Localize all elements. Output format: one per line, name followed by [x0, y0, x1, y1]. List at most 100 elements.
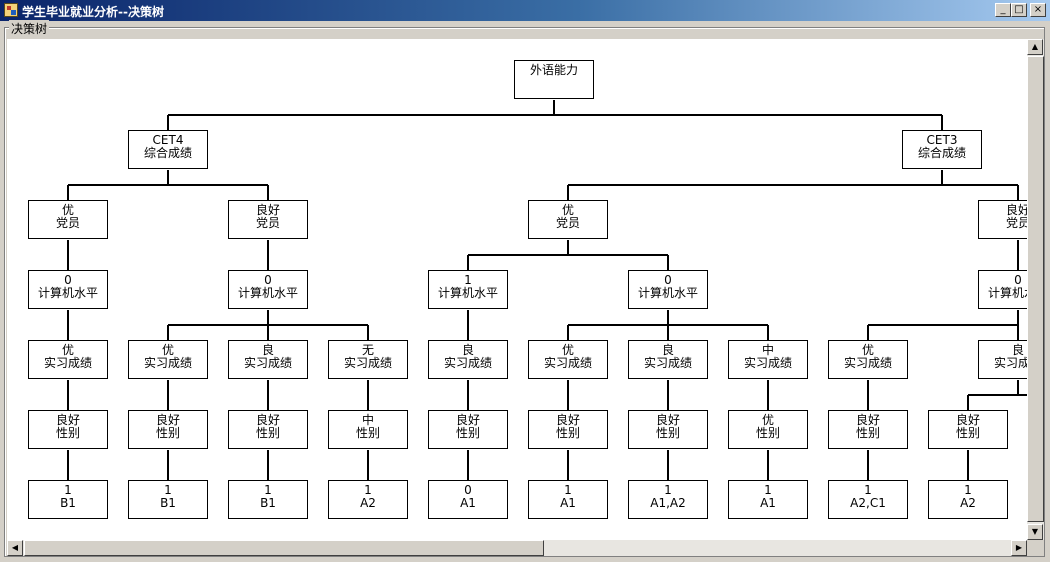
tree-node[interactable]: 中实习成绩	[728, 340, 808, 379]
node-value: 1	[764, 483, 772, 497]
node-label: 实习成绩	[543, 356, 592, 370]
node-value: CET3	[926, 133, 958, 147]
node-label: A1,A2	[650, 496, 686, 510]
node-value: 中	[361, 413, 374, 427]
maximize-button[interactable]: □	[1011, 3, 1027, 17]
scroll-up-button[interactable]: ▲	[1027, 39, 1043, 55]
node-value: 无	[361, 343, 374, 357]
node-label: 性别	[455, 426, 480, 440]
horizontal-scrollbar[interactable]: ◀ ▶	[7, 540, 1027, 556]
tree-node[interactable]: 外语能力	[514, 60, 594, 99]
node-value: 良	[261, 343, 274, 357]
tree-node[interactable]: 良好性别	[428, 410, 508, 449]
node-value: 良好	[255, 203, 280, 217]
tree-node[interactable]: 良好性别	[28, 410, 108, 449]
scroll-left-button[interactable]: ◀	[7, 540, 23, 556]
node-value: 良好	[255, 413, 280, 427]
node-label: B1	[260, 496, 276, 510]
scroll-right-button[interactable]: ▶	[1011, 540, 1027, 556]
vertical-scroll-thumb[interactable]	[1027, 56, 1044, 522]
tree-node[interactable]: 良好性别	[528, 410, 608, 449]
node-value: 0	[264, 273, 272, 287]
tree-node[interactable]: 良好性别	[828, 410, 908, 449]
node-value: 优	[561, 343, 574, 357]
node-value: 优	[561, 203, 574, 217]
tree-node[interactable]: 优实习成绩	[128, 340, 208, 379]
node-value: 良	[1011, 343, 1024, 357]
tree-node[interactable]: 良好党员	[978, 200, 1027, 239]
tree-node[interactable]: 优实习成绩	[28, 340, 108, 379]
node-label: 计算机水平	[37, 286, 98, 300]
node-value: 1	[464, 273, 472, 287]
node-value: 0	[1014, 273, 1022, 287]
title-bar[interactable]: 学生毕业就业分析--决策树 _ □ ×	[0, 0, 1050, 21]
minimize-button[interactable]: _	[995, 3, 1011, 17]
scroll-down-button[interactable]: ▼	[1027, 524, 1043, 540]
horizontal-scroll-thumb[interactable]	[24, 540, 544, 556]
node-label: 计算机水平	[237, 286, 298, 300]
node-label: 性别	[655, 426, 680, 440]
node-label: A2	[360, 496, 376, 510]
node-value: 优	[161, 343, 174, 357]
tree-node[interactable]: 良好性别	[928, 410, 1008, 449]
close-button[interactable]: ×	[1030, 3, 1046, 17]
node-value: 中	[761, 343, 774, 357]
node-label: 性别	[155, 426, 180, 440]
node-label: 党员	[55, 216, 80, 230]
tree-node[interactable]: 良好性别	[128, 410, 208, 449]
node-label: 综合成绩	[917, 146, 966, 160]
tree-node[interactable]: 中性别	[328, 410, 408, 449]
tree-node[interactable]: 优党员	[528, 200, 608, 239]
tree-node[interactable]: 无实习成绩	[328, 340, 408, 379]
tree-node[interactable]: 良好性别	[628, 410, 708, 449]
node-value: 良好	[955, 413, 980, 427]
node-label: 性别	[55, 426, 80, 440]
tree-node[interactable]: 优党员	[28, 200, 108, 239]
vertical-scrollbar[interactable]: ▲ ▼	[1027, 39, 1044, 540]
node-label: 实习成绩	[43, 356, 92, 370]
node-label: 性别	[955, 426, 980, 440]
node-value: 0	[64, 273, 72, 287]
tree-node[interactable]: 优性别	[728, 410, 808, 449]
tree-edges	[67, 100, 1027, 480]
tree-node[interactable]: 良好性别	[228, 410, 308, 449]
tree-node[interactable]: 优实习成绩	[828, 340, 908, 379]
node-label: B1	[60, 496, 76, 510]
tree-node[interactable]: 良好党员	[228, 200, 308, 239]
scrollbar-corner	[1027, 540, 1044, 556]
app-icon[interactable]	[4, 3, 18, 17]
node-value: 良好	[1005, 203, 1027, 217]
tree-node[interactable]: 良实习成绩	[228, 340, 308, 379]
node-value: 外语能力	[529, 63, 578, 77]
node-label: 党员	[1005, 216, 1027, 230]
tree-node[interactable]: 优实习成绩	[528, 340, 608, 379]
tree-node[interactable]: 良实习成绩	[428, 340, 508, 379]
node-label: 实习成绩	[843, 356, 892, 370]
node-label: 党员	[555, 216, 580, 230]
tree-node[interactable]: 良实习成绩	[628, 340, 708, 379]
node-value: 良好	[155, 413, 180, 427]
node-label: 实习成绩	[343, 356, 392, 370]
node-value: 1	[864, 483, 872, 497]
node-value: 良好	[55, 413, 80, 427]
